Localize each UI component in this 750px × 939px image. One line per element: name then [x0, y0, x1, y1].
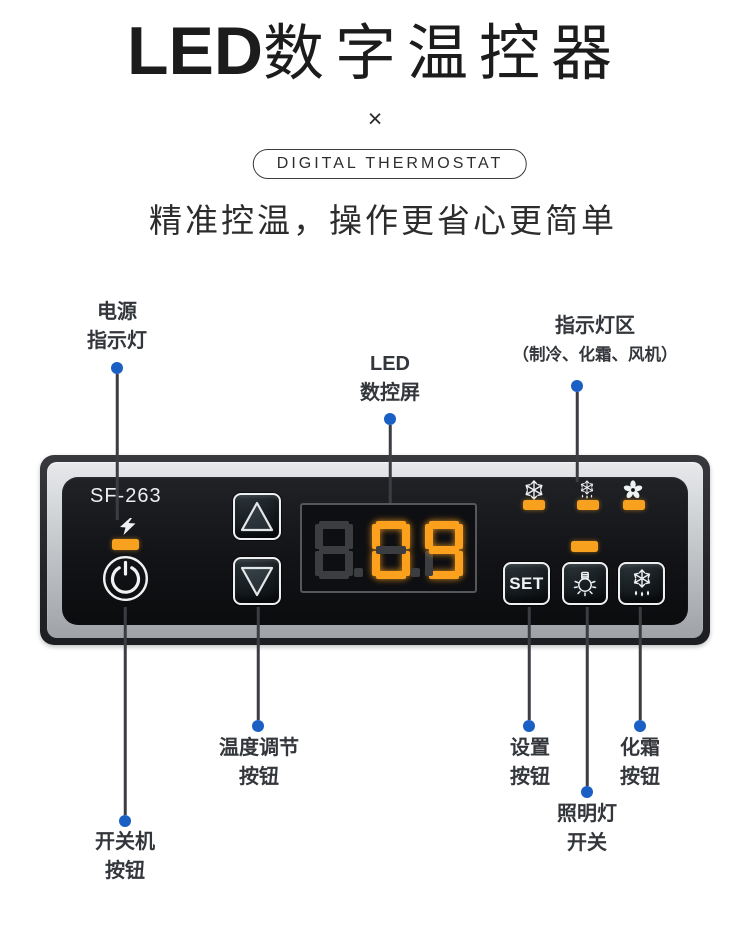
- callout-temp-buttons: 温度调节 按钮: [219, 737, 299, 788]
- light-button[interactable]: [562, 562, 608, 605]
- display-digit: [372, 521, 410, 579]
- callout-line: [527, 607, 531, 720]
- callout-line: [256, 607, 260, 720]
- page-title: LED数字温控器: [0, 8, 750, 113]
- callout-line: [115, 374, 119, 520]
- lightning-icon: [120, 518, 136, 535]
- defrost-button[interactable]: [618, 562, 665, 605]
- callout-dot: [252, 720, 264, 732]
- callout-led-screen: LED 数控屏: [360, 353, 420, 404]
- fan-led: [623, 500, 645, 510]
- callout-dot: [523, 720, 535, 732]
- callout-dot: [634, 720, 646, 732]
- temp-up-button[interactable]: [233, 493, 281, 540]
- model-label: SF-263: [90, 485, 162, 507]
- defrost-indicator-icon: [580, 480, 594, 499]
- snowflake-icon: [525, 480, 543, 500]
- callout-dot: [111, 362, 123, 374]
- decimal-point: [411, 568, 420, 577]
- down-arrow-icon: [240, 566, 274, 597]
- bulb-icon: [573, 571, 597, 596]
- title-chinese: 数字温控器: [262, 18, 623, 89]
- separator-x: ×: [367, 105, 383, 133]
- callout-power-button: 开关机 按钮: [95, 831, 155, 882]
- panel-face: SF-263: [62, 477, 688, 625]
- callout-line: [388, 425, 392, 503]
- callout-defrost-button: 化霜 按钮: [620, 737, 660, 788]
- callout-line: [585, 607, 589, 786]
- led-display: [300, 503, 477, 593]
- display-digit: [315, 521, 353, 579]
- power-indicator-led: [112, 539, 139, 550]
- callout-line: [575, 392, 579, 482]
- callout-light-switch: 照明灯 开关: [557, 803, 617, 854]
- display-digit: [425, 521, 463, 579]
- temp-down-button[interactable]: [233, 557, 281, 605]
- power-icon: [103, 556, 148, 601]
- panel-bezel: SF-263: [47, 462, 703, 638]
- callout-indicator-area: 指示灯区 （制冷、化霜、风机）: [512, 315, 678, 364]
- decimal-point: [354, 568, 363, 577]
- thermostat-panel: SF-263: [40, 455, 710, 645]
- callout-set-button: 设置 按钮: [510, 737, 550, 788]
- power-button[interactable]: [101, 554, 150, 603]
- title-latin: LED: [126, 13, 263, 89]
- callout-dot: [119, 815, 131, 827]
- subtitle: 精准控温，操作更省心更简单: [149, 201, 617, 240]
- cooling-led: [523, 500, 545, 510]
- fan-icon: [623, 480, 643, 499]
- callout-dot: [581, 786, 593, 798]
- defrost-icon: [633, 568, 650, 596]
- callout-dot: [384, 413, 396, 425]
- callout-power-indicator: 电源 指示灯: [87, 301, 147, 352]
- defrost-led: [577, 500, 599, 510]
- callout-line: [638, 607, 642, 720]
- badge-pill: DIGITAL THERMOSTAT: [252, 149, 528, 179]
- light-led: [571, 541, 598, 552]
- up-arrow-icon: [240, 501, 274, 531]
- callout-line: [123, 607, 127, 815]
- set-button[interactable]: SET: [503, 562, 550, 605]
- callout-dot: [571, 380, 583, 392]
